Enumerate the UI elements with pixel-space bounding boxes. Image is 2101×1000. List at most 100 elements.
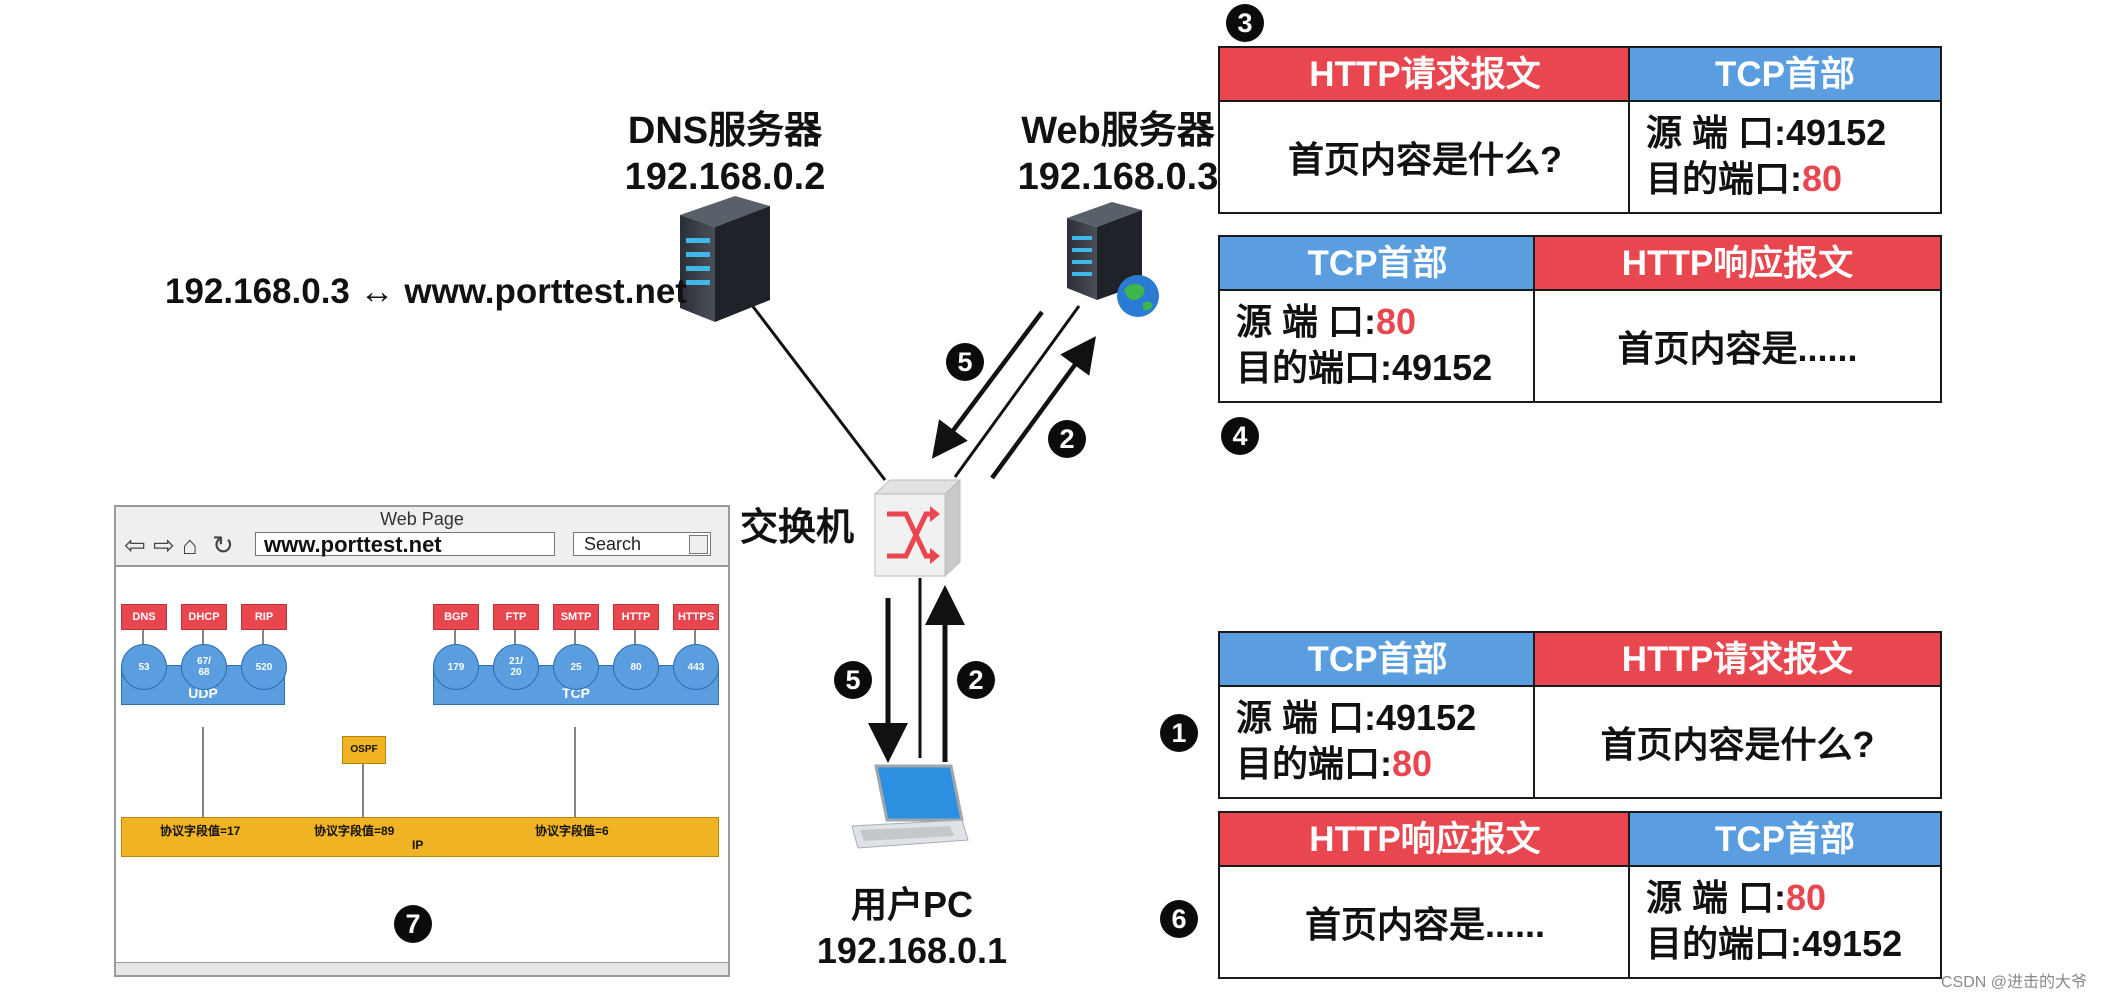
dst-port-label: 目的端口: [1646, 923, 1802, 964]
step-6-badge: 6 [1160, 900, 1198, 938]
ip-field-udp: 协议字段值=17 [160, 824, 241, 838]
browser-window: Web Page ⇦ ⇨ ⌂ ↻ www.porttest.net Search… [114, 505, 730, 977]
dst-port-value: 80 [1392, 743, 1433, 784]
web-server-label: Web服务器 192.168.0.3 [1010, 108, 1226, 200]
src-port-label: 源 端 口: [1236, 697, 1376, 738]
ip-bar: 协议字段值=17 协议字段值=89 协议字段值=6 IP [121, 817, 719, 857]
browser-window-title: Web Page [380, 509, 464, 529]
pc-label: 用户PC 192.168.0.1 [796, 882, 1028, 974]
src-port-value: 49152 [1376, 697, 1477, 738]
ip-label: IP [412, 838, 424, 852]
http-request-content: 首页内容是什么? [1600, 724, 1875, 765]
step-3-badge: 3 [1226, 4, 1264, 42]
refresh-icon[interactable]: ↻ [212, 530, 234, 560]
dst-port-value: 49152 [1392, 347, 1493, 388]
proto-dhcp: DHCP [181, 604, 227, 630]
dns-link [746, 299, 887, 481]
step-4-badge: 4 [1221, 417, 1259, 455]
search-icon[interactable] [689, 535, 708, 554]
web-server-ip: 192.168.0.3 [1017, 156, 1219, 198]
proto-https: HTTPS [673, 604, 719, 630]
dst-port-value: 80 [1802, 158, 1843, 199]
dns-server-label: DNS服务器 192.168.0.2 [610, 108, 840, 200]
packet-step6: HTTP响应报文 TCP首部 首页内容是...... 源 端 口:80 目的端口… [1218, 811, 1942, 979]
watermark: CSDN @进击的大爷 [1940, 974, 2087, 991]
web-link [953, 305, 1081, 478]
search-input[interactable]: Search [573, 532, 711, 556]
step5-arrow-web-to-switch [931, 310, 1044, 459]
web-server-name: Web服务器 [1021, 110, 1215, 152]
packet-step4: TCP首部 HTTP响应报文 源 端 口:80 目的端口:49152 首页内容是… [1218, 235, 1942, 403]
dst-port-value: 49152 [1802, 923, 1903, 964]
http-request-header: HTTP请求报文 [1535, 633, 1940, 687]
src-port-label: 源 端 口: [1236, 301, 1376, 342]
dns-server-ip: 192.168.0.2 [624, 156, 826, 198]
search-placeholder: Search [584, 534, 642, 554]
proto-ospf: OSPF [342, 736, 386, 764]
tcp-ports: 源 端 口:80 目的端口:49152 [1630, 867, 1940, 977]
port-53: 53 [121, 644, 167, 690]
tcp-header-title: TCP首部 [1630, 48, 1940, 102]
step-2-badge-bottom: 2 [957, 661, 995, 699]
step-5-badge-top: 5 [946, 343, 984, 381]
switch-label: 交换机 [740, 507, 855, 549]
port-520: 520 [241, 644, 287, 690]
ip-field-tcp: 协议字段值=6 [535, 824, 609, 838]
laptop-icon [851, 764, 969, 849]
http-request-content: 首页内容是什么? [1288, 139, 1562, 180]
dst-port-label: 目的端口: [1236, 743, 1392, 784]
http-response-header: HTTP响应报文 [1535, 237, 1940, 291]
home-icon[interactable]: ⌂ [182, 530, 198, 560]
proto-rip: RIP [241, 604, 287, 630]
src-port-label: 源 端 口: [1646, 877, 1786, 918]
tcp-header-title: TCP首部 [1630, 813, 1940, 867]
proto-http: HTTP [613, 604, 659, 630]
dst-port-label: 目的端口: [1646, 158, 1802, 199]
src-port-label: 源 端 口: [1646, 112, 1786, 153]
proto-dns: DNS [121, 604, 167, 630]
pc-name: 用户PC [850, 884, 973, 925]
browser-titlebar: Web Page ⇦ ⇨ ⌂ ↻ www.porttest.net Search [116, 507, 728, 567]
http-request-header: HTTP请求报文 [1220, 48, 1630, 102]
dns-server-icon [680, 196, 770, 322]
proto-ftp: FTP [493, 604, 539, 630]
step2-arrow-switch-to-web [990, 336, 1096, 480]
forward-icon[interactable]: ⇨ [153, 530, 175, 560]
port-67-68: 67/ 68 [181, 644, 227, 690]
port-21-20: 21/ 20 [493, 644, 539, 690]
tcp-ports: 源 端 口:49152 目的端口:80 [1220, 687, 1535, 797]
tcp-ports: 源 端 口:80 目的端口:49152 [1220, 291, 1535, 401]
port-80: 80 [613, 644, 659, 690]
http-response-content: 首页内容是...... [1617, 328, 1858, 369]
url-bar[interactable]: www.porttest.net [255, 532, 555, 557]
tcp-header-title: TCP首部 [1220, 237, 1535, 291]
port-25: 25 [553, 644, 599, 690]
browser-statusbar [116, 962, 728, 975]
pc-ip: 192.168.0.1 [816, 930, 1008, 971]
step-7-wrap: 7 [394, 905, 432, 943]
dns-mapping-text: 192.168.0.3 ↔ www.porttest.net [165, 272, 687, 311]
src-port-value: 80 [1786, 877, 1827, 918]
port-443: 443 [673, 644, 719, 690]
protocol-stack-lines [142, 623, 696, 817]
port-179: 179 [433, 644, 479, 690]
src-port-value: 49152 [1786, 112, 1887, 153]
tcp-ports: 源 端 口:49152 目的端口:80 [1630, 102, 1940, 212]
src-port-value: 80 [1376, 301, 1417, 342]
switch-icon [873, 478, 962, 578]
http-response-content: 首页内容是...... [1304, 904, 1545, 945]
back-icon[interactable]: ⇦ [124, 530, 146, 560]
step-7-badge: 7 [394, 905, 432, 943]
step-2-badge-top: 2 [1048, 420, 1086, 458]
web-server-icon [1067, 202, 1159, 317]
http-response-header: HTTP响应报文 [1220, 813, 1630, 867]
ip-field-ospf: 协议字段值=89 [314, 824, 395, 838]
step-1-badge: 1 [1160, 714, 1198, 752]
tcp-header-title: TCP首部 [1220, 633, 1535, 687]
packet-step1: TCP首部 HTTP请求报文 源 端 口:49152 目的端口:80 首页内容是… [1218, 631, 1942, 799]
step-5-badge-bottom: 5 [834, 661, 872, 699]
proto-bgp: BGP [433, 604, 479, 630]
proto-smtp: SMTP [553, 604, 599, 630]
packet-step3: HTTP请求报文 TCP首部 首页内容是什么? 源 端 口:49152 目的端口… [1218, 46, 1942, 214]
